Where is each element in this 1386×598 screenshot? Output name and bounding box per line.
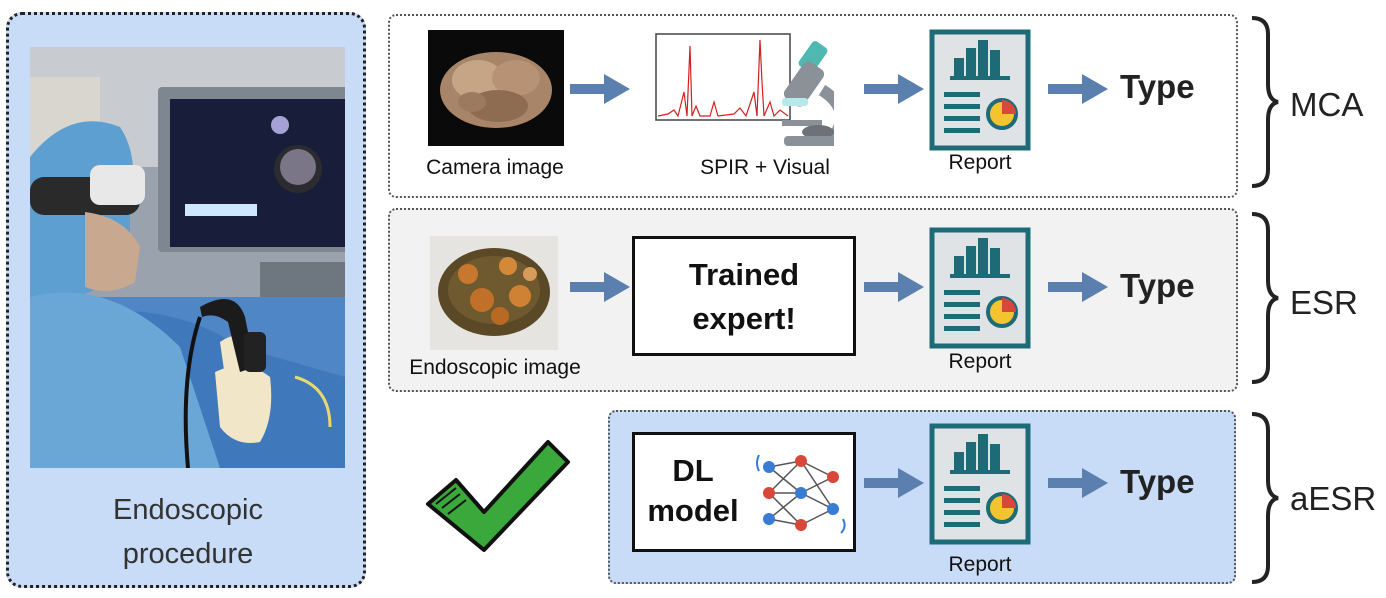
arrow-icon [1048,74,1108,104]
type-output-label: Type [1120,267,1195,304]
report-label: Report [948,350,1012,373]
caption-line-1: Endoscopic [113,494,263,526]
arrow-icon [1048,468,1108,498]
endoscopic-image-label: Endoscopic image [409,356,581,379]
mca-side-label: MCA [1290,86,1364,123]
report-icon [929,227,1031,349]
camera-image-label: Camera image [426,156,564,179]
arrow-icon [864,468,924,498]
brace-icon [1251,412,1279,584]
arrow-icon [570,74,630,104]
report-icon [929,29,1031,151]
endoscopic-image [430,236,558,350]
aesr-side-label: aESR [1290,480,1377,517]
arrow-icon [864,74,924,104]
checkmark-icon [426,440,570,552]
caption-line-2: procedure [122,538,254,570]
endoscopic-procedure-photo [30,47,345,468]
arrow-icon [1048,272,1108,302]
report-label: Report [948,553,1012,576]
esr-side-label: ESR [1290,284,1358,321]
spir-spectrum-chart [655,33,834,146]
type-output-label: Type [1120,463,1195,500]
dl-model-box: DL model [632,432,856,552]
left-caption: Endoscopic procedure [6,488,370,576]
arrow-icon [570,272,630,302]
trained-expert-line-2: expert! [692,301,796,336]
neural-network-icon [756,454,846,534]
report-label: Report [948,151,1012,174]
dl-model-line-1: DL [672,453,714,488]
brace-icon [1251,212,1279,384]
trained-expert-box: Trained expert! [632,236,856,356]
trained-expert-line-1: Trained [688,257,800,292]
stone-camera-image [428,30,564,146]
report-icon [929,423,1031,545]
spir-visual-label: SPIR + Visual [700,156,830,179]
arrow-icon [864,272,924,302]
dl-model-line-2: model [647,493,739,528]
type-output-label: Type [1120,68,1195,105]
brace-icon [1251,16,1279,188]
